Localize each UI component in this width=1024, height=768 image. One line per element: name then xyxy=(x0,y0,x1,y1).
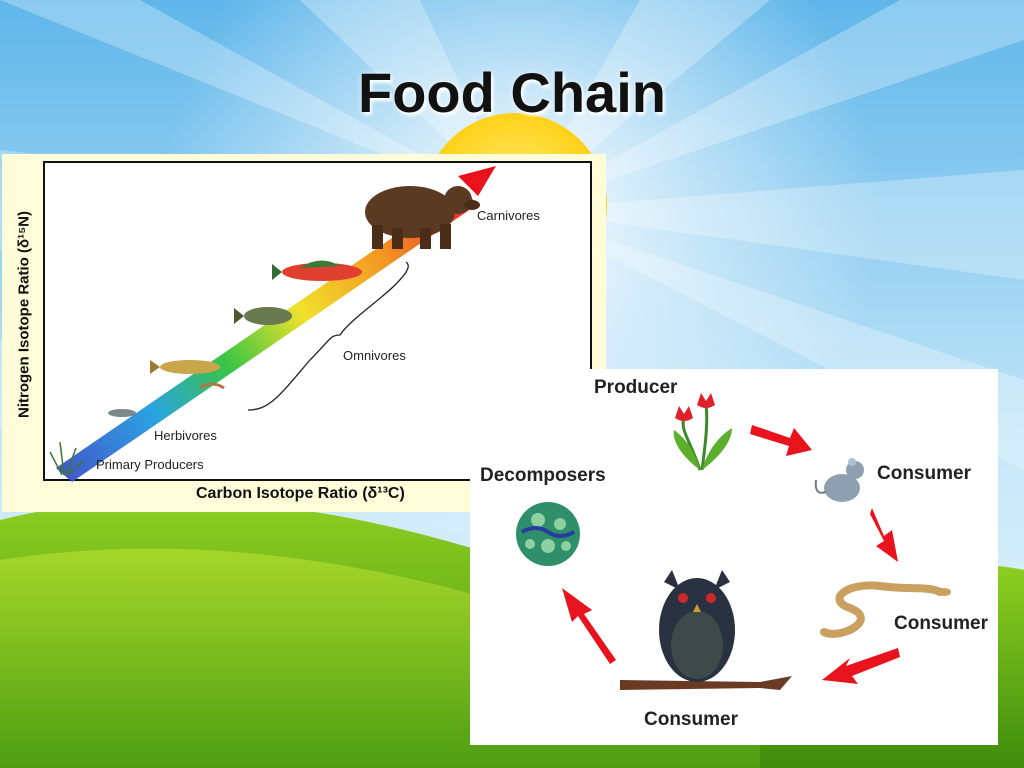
slide-title: Food Chain xyxy=(358,61,666,124)
label-herbivores: Herbivores xyxy=(154,428,217,443)
owl-icon xyxy=(620,570,792,690)
label-consumer-3: Consumer xyxy=(644,709,738,730)
label-consumer-1: Consumer xyxy=(877,463,971,484)
red-arrow-head xyxy=(458,166,496,196)
snake-icon xyxy=(820,581,951,638)
salmon-icon xyxy=(272,260,362,281)
label-primary-producers: Primary Producers xyxy=(96,457,204,472)
label-carnivores: Carnivores xyxy=(477,208,540,223)
minnow-icon xyxy=(108,409,136,417)
arrow-producer-to-consumer xyxy=(750,425,812,456)
label-omnivores: Omnivores xyxy=(343,348,406,363)
plant-icon xyxy=(49,441,85,476)
label-producer: Producer xyxy=(594,377,678,398)
mouse-icon xyxy=(814,458,864,502)
tulip-icon xyxy=(673,393,732,471)
trophic-gradient-band xyxy=(56,190,478,482)
omnivore-bracket xyxy=(247,261,409,411)
arrow-owl-to-decomposers xyxy=(562,588,616,664)
arrow-consumer-to-consumer xyxy=(870,508,898,562)
label-consumer-2: Consumer xyxy=(894,613,988,634)
shrimp-icon xyxy=(199,382,225,390)
bacteria-icon xyxy=(516,502,580,566)
trout-icon xyxy=(234,307,292,325)
bear-icon xyxy=(365,186,480,249)
arrow-snake-to-owl xyxy=(822,648,900,684)
label-decomposers: Decomposers xyxy=(480,465,606,486)
fish-icon xyxy=(150,360,220,374)
x-axis-label: Carbon Isotope Ratio (δ¹³C) xyxy=(196,485,405,502)
